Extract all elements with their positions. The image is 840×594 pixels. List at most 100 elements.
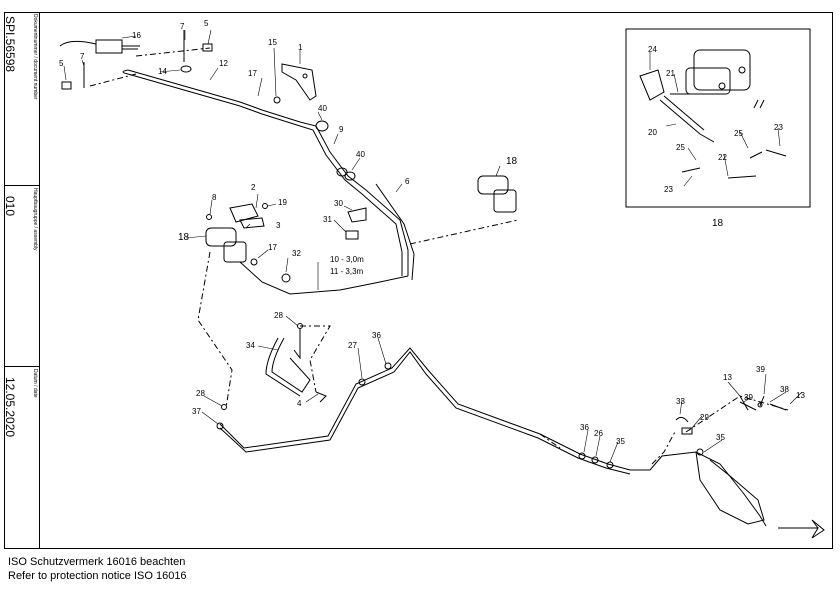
detail-rod-20 xyxy=(659,99,715,143)
cable-6 xyxy=(375,183,415,281)
callout-19: 19 xyxy=(278,198,287,207)
callout-37: 37 xyxy=(192,407,201,416)
assembly-lines xyxy=(89,47,789,465)
screw-28-bottom xyxy=(221,404,227,410)
part-16-housing xyxy=(95,39,123,54)
detail-box-18 xyxy=(625,28,811,208)
clip-4 xyxy=(315,391,327,403)
actuator-18-left xyxy=(205,227,237,247)
actuator-18-right xyxy=(477,175,509,195)
detail-spring-23-right xyxy=(765,149,787,157)
cable-12 xyxy=(127,69,301,123)
callout-5-left: 5 xyxy=(59,59,64,68)
callout-labels: 1 2 3 4 5 5 6 7 7 8 9 10 - 3,0m 11 - 3,3… xyxy=(59,19,805,446)
callout-9: 9 xyxy=(339,125,344,134)
wire-16 xyxy=(59,40,97,47)
detail-actuator-body xyxy=(693,49,751,91)
callout-3: 3 xyxy=(276,221,281,230)
detail-spring-23-left xyxy=(681,167,701,173)
cable-9 xyxy=(299,121,409,276)
fitting-35-b xyxy=(696,448,704,456)
cable-loop xyxy=(695,451,765,525)
callout-11: 11 - 3,3m xyxy=(330,267,364,276)
clip-5-left xyxy=(61,81,72,90)
callout-13-right: 13 xyxy=(796,391,805,400)
doc-number-cell: Dokumentnummer / document number SPI.565… xyxy=(3,12,39,186)
drawing-frame xyxy=(4,12,833,549)
callout-1: 1 xyxy=(298,43,303,52)
cable-main-bottom xyxy=(219,347,767,527)
part-30 xyxy=(347,207,367,223)
callout-28-bottom: 28 xyxy=(196,389,205,398)
screw-17 xyxy=(250,258,258,266)
callout-27: 27 xyxy=(348,341,357,350)
nut-15 xyxy=(273,96,281,104)
bracket-1 xyxy=(281,63,317,101)
title-block-strip: Dokumentnummer / document number SPI.565… xyxy=(3,12,40,549)
part-3 xyxy=(239,217,265,229)
leader-lines xyxy=(63,29,803,463)
callout-25-left: 25 xyxy=(676,143,685,152)
detail-bracket-24 xyxy=(639,69,665,101)
callout-29: 29 xyxy=(700,413,709,422)
callout-40-b: 40 xyxy=(356,150,365,159)
knob-33 xyxy=(675,416,689,423)
callout-30: 30 xyxy=(334,199,343,208)
ring-38 xyxy=(757,402,763,408)
part-2 xyxy=(229,203,259,223)
callout-18-left: 18 xyxy=(178,232,190,243)
callout-8: 8 xyxy=(212,193,217,202)
fitting-36-b xyxy=(578,452,586,460)
callout-24: 24 xyxy=(648,45,657,54)
part-29 xyxy=(681,427,693,435)
callout-36-a: 36 xyxy=(372,331,381,340)
part-31 xyxy=(345,230,359,240)
callout-23-left: 23 xyxy=(664,185,673,194)
callout-40-a: 40 xyxy=(318,104,327,113)
callout-34: 34 xyxy=(246,341,255,350)
clip-40-a xyxy=(315,120,329,132)
callout-35-b: 35 xyxy=(716,433,725,442)
callout-28-top: 28 xyxy=(274,311,283,320)
callout-2: 2 xyxy=(251,183,256,192)
detail-part-25 xyxy=(749,151,763,159)
callout-39-top: 39 xyxy=(756,365,765,374)
callout-25-right: 25 xyxy=(734,129,743,138)
callout-17-bottom: 17 xyxy=(268,243,277,252)
callout-12: 12 xyxy=(219,59,228,68)
pin-39-b xyxy=(759,395,765,407)
detail-caption: 18 xyxy=(712,218,724,229)
callout-7-left: 7 xyxy=(80,52,85,61)
callout-26: 26 xyxy=(594,429,603,438)
callout-14: 14 xyxy=(158,67,167,76)
clip-40-b xyxy=(344,171,356,181)
fitting-37 xyxy=(216,422,224,430)
screw-8 xyxy=(206,214,212,220)
callout-32: 32 xyxy=(292,249,301,258)
callout-36-b: 36 xyxy=(580,423,589,432)
callout-31: 31 xyxy=(323,215,332,224)
callout-16: 16 xyxy=(132,31,141,40)
callout-38: 38 xyxy=(780,385,789,394)
callout-17-top: 17 xyxy=(248,69,257,78)
callout-20: 20 xyxy=(648,128,657,137)
fitting-26 xyxy=(591,456,599,464)
callout-33: 33 xyxy=(676,397,685,406)
cable-34 xyxy=(271,337,311,393)
screw-19 xyxy=(262,203,268,209)
callout-18-right: 18 xyxy=(506,156,518,167)
callout-35-a: 35 xyxy=(616,437,625,446)
spring-13-right xyxy=(769,403,787,411)
clip-5-top xyxy=(202,43,213,52)
callout-10: 10 - 3,0m xyxy=(330,255,364,264)
callout-15: 15 xyxy=(268,38,277,47)
spring-13-left xyxy=(739,401,757,411)
callout-22: 22 xyxy=(718,153,727,162)
callout-7-top: 7 xyxy=(180,22,185,31)
footer-line-1: ISO Schutzvermerk 16016 beachten xyxy=(8,556,186,568)
washer-14 xyxy=(180,65,192,73)
callout-6: 6 xyxy=(405,177,410,186)
footer-line-2: Refer to protection notice ISO 16016 xyxy=(8,570,187,582)
